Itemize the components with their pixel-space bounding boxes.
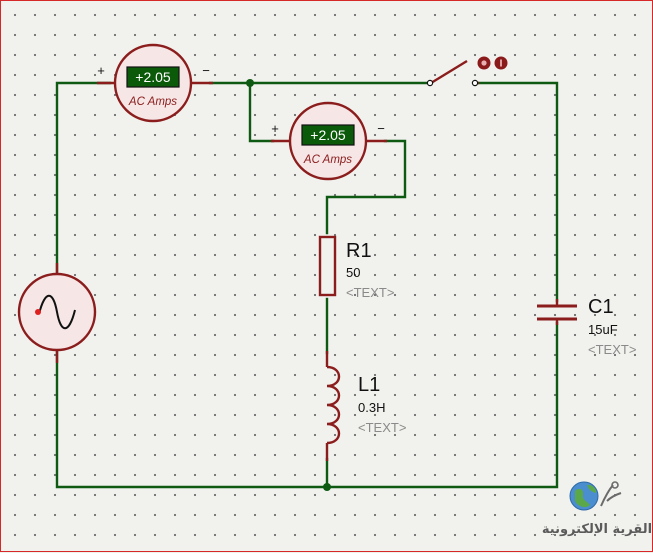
resistor-r1-body xyxy=(318,235,337,297)
wire-source-to-ammeter1[interactable] xyxy=(55,81,112,275)
inductor-l1[interactable]: L1 0.3H <TEXT> xyxy=(325,351,406,461)
ammeter-2-minus: − xyxy=(377,121,385,136)
r1-value: 50 xyxy=(346,265,360,280)
ac-ammeter-2[interactable]: +2.05 AC Amps + − xyxy=(271,101,387,181)
junction-dot-top xyxy=(246,79,254,87)
ac-ammeter-1[interactable]: +2.05 AC Amps + − xyxy=(97,43,213,123)
switch-terminal-right xyxy=(471,79,479,87)
r1-name: R1 xyxy=(346,240,372,262)
ammeter-1-unit: AC Amps xyxy=(128,96,177,108)
r1-text: <TEXT> xyxy=(346,285,394,300)
junction-dot-bottom xyxy=(323,483,331,491)
ammeter-2-display xyxy=(301,124,355,146)
resistor-r1[interactable]: R1 50 <TEXT> xyxy=(318,235,394,300)
wires xyxy=(55,79,559,491)
ammeter-2-unit: AC Amps xyxy=(303,154,352,166)
wire-switch-to-capacitor[interactable] xyxy=(473,81,559,303)
l1-value: 0.3H xyxy=(358,400,385,415)
l1-name: L1 xyxy=(358,374,380,396)
ammeter-1-plus: + xyxy=(97,63,105,78)
logo-antenna-icon xyxy=(600,484,622,507)
c1-text: <TEXT> xyxy=(588,342,636,357)
wire-capacitor-to-bottom[interactable] xyxy=(55,321,559,489)
ammeter-2-reading: +2.05 xyxy=(310,127,346,143)
ac-voltage-source[interactable] xyxy=(17,263,97,363)
source-probe-dot xyxy=(35,309,41,315)
watermark-logo: القرية الالكترونية xyxy=(542,481,652,537)
watermark-text: القرية الالكترونية xyxy=(542,522,652,537)
c1-value: 15uF xyxy=(588,322,618,337)
c1-name: C1 xyxy=(588,296,614,318)
inductor-l1-coil xyxy=(326,365,341,445)
spst-switch[interactable] xyxy=(426,56,508,87)
wire-ammeter2-to-resistor[interactable] xyxy=(325,139,407,235)
ammeter-1-display xyxy=(126,66,180,88)
ammeter-1-minus: − xyxy=(202,63,210,78)
ammeter-1-reading: +2.05 xyxy=(135,69,171,85)
wire-junction-to-ammeter2[interactable] xyxy=(248,81,275,143)
ammeter-2-plus: + xyxy=(271,121,279,136)
switch-terminal-left xyxy=(426,79,434,87)
capacitor-c1[interactable]: C1 15uF <TEXT> xyxy=(537,296,636,357)
sine-wave-icon xyxy=(38,294,76,330)
l1-text: <TEXT> xyxy=(358,420,406,435)
